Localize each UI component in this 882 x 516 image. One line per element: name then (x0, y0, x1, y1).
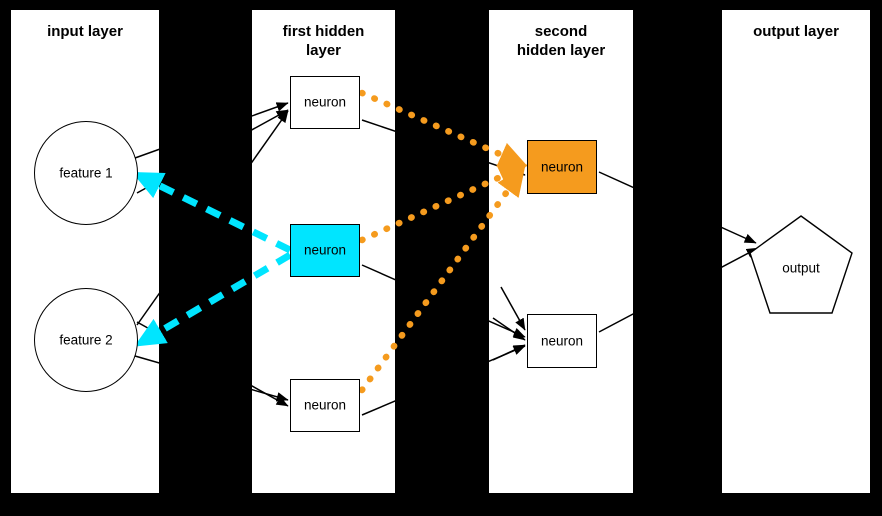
node-feature-1[interactable] (34, 121, 138, 225)
node-h2-neuron-2[interactable] (527, 314, 597, 368)
panel-second-hidden-layer (489, 10, 633, 493)
node-h1-neuron-2-highlighted[interactable] (290, 224, 360, 277)
node-feature-2[interactable] (34, 288, 138, 392)
node-h1-neuron-1[interactable] (290, 76, 360, 129)
node-label-feature-2: feature 2 (59, 332, 113, 348)
title-output-layer: output layer (753, 23, 839, 40)
title-first-hidden-layer: first hidden layer (282, 23, 365, 59)
title-second-hidden-layer: second hidden layer (516, 23, 606, 59)
node-label-output: output (782, 260, 820, 276)
node-label-feature-1: feature 1 (59, 165, 113, 181)
node-label-h2-neuron-1: neuron (540, 159, 584, 175)
node-label-h2-neuron-2: neuron (540, 333, 584, 349)
title-input-layer: input layer (47, 23, 123, 40)
node-label-h1-neuron-3: neuron (303, 397, 347, 413)
node-h1-neuron-3[interactable] (290, 379, 360, 432)
panel-output-layer (722, 10, 870, 493)
panel-input-layer (11, 10, 159, 493)
node-label-h1-neuron-2: neuron (303, 242, 347, 258)
node-h2-neuron-1-highlighted[interactable] (527, 140, 597, 194)
node-label-h1-neuron-1: neuron (303, 94, 347, 110)
